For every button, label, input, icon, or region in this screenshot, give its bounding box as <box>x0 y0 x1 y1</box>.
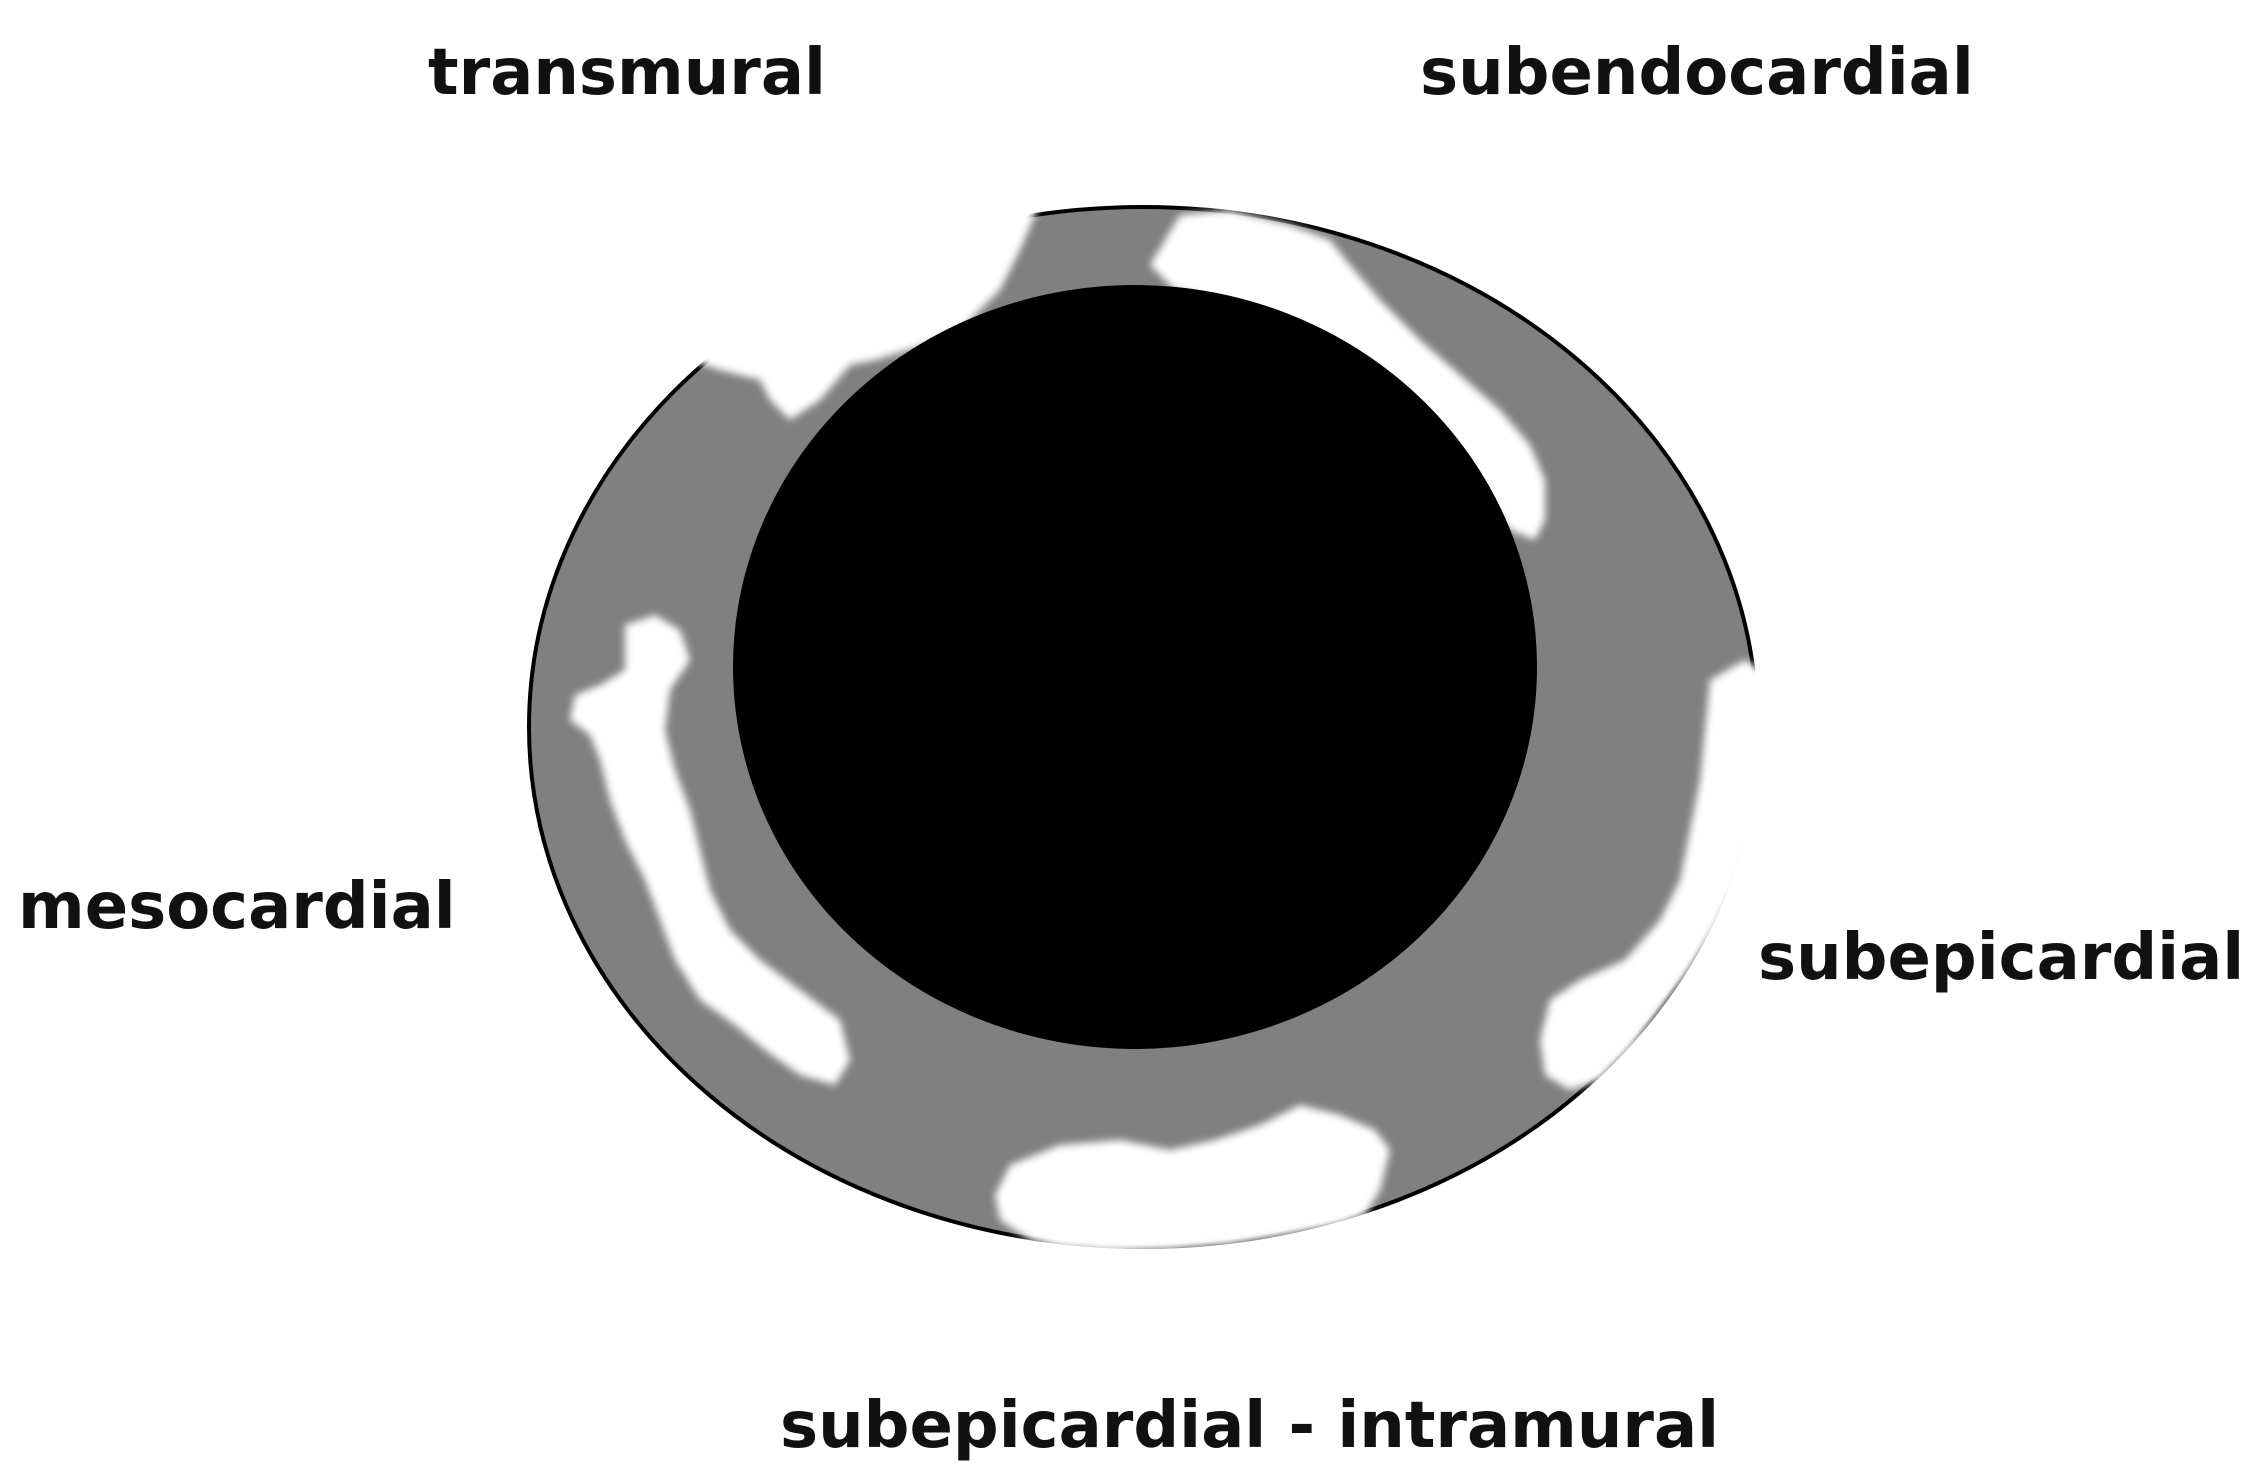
lesion-transmural <box>670 125 1040 420</box>
lesion-subepicardial-intramural <box>995 1105 1390 1252</box>
label-mesocardial: mesocardial <box>18 870 456 944</box>
label-transmural: transmural <box>428 36 826 110</box>
lesion-subepicardial <box>1540 660 1795 1090</box>
lesion-mesocardial <box>570 615 850 1085</box>
label-subepicardial: subepicardial <box>1758 921 2244 995</box>
label-subendocardial: subendocardial <box>1420 36 1974 110</box>
label-subepicardial-intramural: subepicardial - intramural <box>780 1389 1719 1463</box>
ventricle-cavity <box>733 285 1537 1049</box>
lesion-subendocardial <box>1150 210 1545 540</box>
